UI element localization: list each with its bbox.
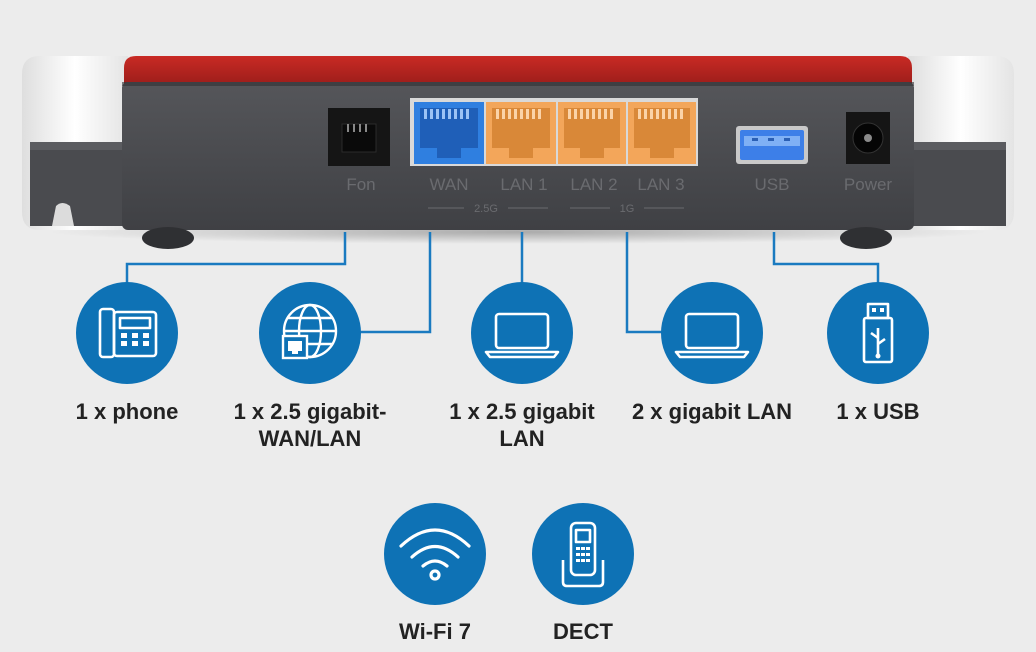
phone-icon — [98, 307, 158, 359]
router-left-cap — [22, 56, 128, 230]
lan1-port-label: LAN 1 — [500, 175, 547, 194]
lan1-feature-label: 1 x 2.5 gigabit LAN — [412, 398, 632, 452]
laptop-icon — [484, 312, 560, 359]
dect-feature-label: DECT — [508, 618, 658, 645]
wan-port — [414, 102, 484, 164]
connector-lan2-3 — [625, 232, 662, 334]
wan-port-label: WAN — [429, 175, 468, 194]
fon-port — [328, 108, 390, 166]
dect-feature-label-line-1: DECT — [553, 619, 613, 644]
lan3-port — [628, 102, 696, 164]
wan-feature-label-line-1: 1 x 2.5 gigabit- — [233, 399, 387, 424]
lan2-port — [558, 102, 626, 164]
lan1-feature-label-line-1: 1 x 2.5 gigabit — [449, 399, 595, 424]
router: Fon WAN LAN 1 LAN 2 LAN 3 USB Power 2.5G… — [22, 56, 1014, 249]
connector-wan — [358, 232, 432, 334]
lan1-feature-label-line-2: LAN — [499, 426, 545, 451]
speed-label-multi-gig: 2.5G — [474, 203, 498, 215]
lan2-3-feature-label: 2 x gigabit LAN — [602, 398, 822, 425]
lan3-port-label: LAN 3 — [637, 175, 684, 194]
laptop-icon — [674, 312, 750, 359]
connector-usb — [772, 232, 880, 284]
power-port-label: Power — [844, 175, 893, 194]
speed-label-gigabit: 1G — [620, 203, 635, 215]
usb-port-label: USB — [755, 175, 790, 194]
power-socket — [846, 112, 890, 164]
wifi-feature-icon — [384, 503, 486, 605]
connector-lines — [125, 232, 880, 334]
phone-feature-label: 1 x phone — [27, 398, 227, 425]
usb-feature-label: 1 x USB — [798, 398, 958, 425]
lan2-3-feature-icon — [661, 282, 763, 384]
dect-handset-icon — [561, 521, 605, 588]
wan-feature-icon — [259, 282, 361, 384]
dect-feature-icon — [532, 503, 634, 605]
lan1-feature-icon — [471, 282, 573, 384]
lan2-3-feature-label-line-1: 2 x gigabit LAN — [631, 399, 793, 424]
usb-feature-label-line-1: 1 x USB — [836, 399, 920, 424]
router-red-band — [124, 56, 912, 86]
connector-fon — [125, 232, 347, 298]
wan-feature-label: 1 x 2.5 gigabit- WAN/LAN — [200, 398, 420, 452]
router-right-cap — [908, 56, 1014, 230]
wifi-feature-label-line-1: Wi-Fi 7 — [399, 619, 471, 644]
usb-stick-icon — [862, 302, 894, 364]
wan-feature-label-line-2: WAN/LAN — [258, 426, 362, 451]
globe-ethernet-icon — [281, 303, 338, 360]
wifi-icon — [399, 528, 471, 581]
phone-feature-icon — [76, 282, 178, 384]
lan1-port — [486, 102, 556, 164]
router-foot-left — [142, 227, 194, 249]
lan2-port-label: LAN 2 — [570, 175, 617, 194]
fon-port-label: Fon — [346, 175, 375, 194]
speed-group-gigabit: 1G — [570, 203, 684, 215]
wifi-feature-label: Wi-Fi 7 — [360, 618, 510, 645]
speed-group-multi-gig: 2.5G — [428, 203, 548, 215]
usb-port — [736, 126, 808, 164]
phone-feature-label-line-1: 1 x phone — [75, 399, 179, 424]
router-foot-right — [840, 227, 892, 249]
usb-feature-icon — [827, 282, 929, 384]
